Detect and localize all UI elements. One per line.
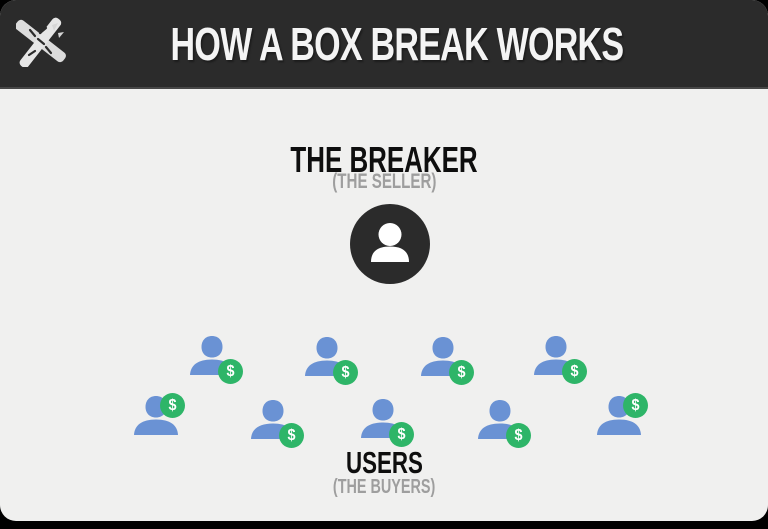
dollar-sign: $ — [341, 363, 350, 381]
user-figure: $ — [477, 399, 531, 448]
users-title: USERS — [345, 445, 423, 480]
page-title: HOW A BOX BREAK WORKS — [170, 17, 625, 70]
breaker-subtitle: (THE SELLER) — [331, 170, 437, 193]
dollar-sign: $ — [457, 363, 466, 381]
dollar-sign: $ — [168, 396, 177, 414]
user-figure: $ — [420, 336, 474, 385]
breaker-avatar — [350, 204, 430, 284]
dollar-badge: $ — [333, 360, 358, 385]
user-figure: $ — [189, 335, 243, 384]
dollar-sign: $ — [226, 362, 235, 380]
dollar-badge: $ — [623, 393, 648, 418]
header-bar: HOW A BOX BREAK WORKS — [0, 0, 768, 89]
users-subtitle: (THE BUYERS) — [332, 476, 436, 498]
breaker-title: THE BREAKER — [290, 139, 478, 180]
dollar-sign: $ — [514, 426, 523, 444]
user-figure: $ — [596, 393, 648, 435]
crossed-breaker-logo-icon — [16, 17, 66, 67]
dollar-badge: $ — [562, 359, 587, 384]
dollar-badge: $ — [506, 423, 531, 448]
dollar-badge: $ — [389, 422, 414, 447]
dollar-sign: $ — [287, 426, 296, 444]
dollar-sign: $ — [570, 362, 579, 380]
dollar-badge: $ — [218, 359, 243, 384]
dollar-badge: $ — [449, 360, 474, 385]
user-figure: $ — [133, 393, 185, 435]
dollar-badge: $ — [160, 393, 185, 418]
dollar-badge: $ — [279, 423, 304, 448]
user-figure: $ — [533, 335, 587, 384]
user-figure: $ — [250, 399, 304, 448]
dollar-sign: $ — [397, 425, 406, 443]
user-figure: $ — [304, 336, 358, 385]
user-figure: $ — [360, 398, 414, 447]
person-silhouette-icon — [371, 223, 409, 262]
dollar-sign: $ — [631, 396, 640, 414]
